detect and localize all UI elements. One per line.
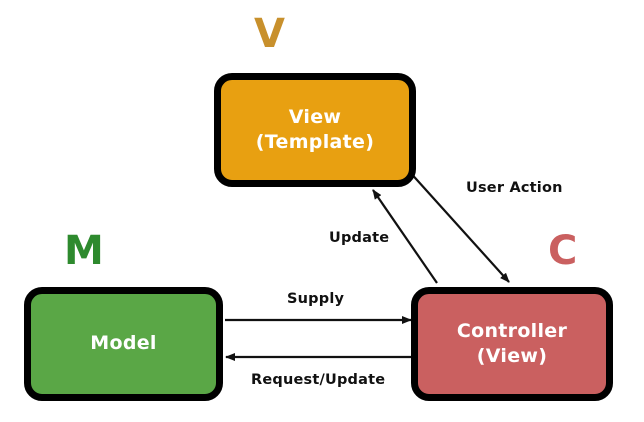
node-view[interactable]: View (Template) <box>214 73 416 187</box>
node-controller[interactable]: Controller (View) <box>411 287 613 401</box>
edge-user-action-line <box>407 169 510 283</box>
edge-label-user-action: User Action <box>466 180 563 196</box>
view-letter-badge: V <box>254 11 285 57</box>
node-model[interactable]: Model <box>24 287 223 401</box>
node-view-title: View <box>288 105 342 128</box>
model-letter-badge: M <box>64 228 104 274</box>
node-view-subtitle: (Template) <box>255 131 375 153</box>
node-controller-title: Controller <box>456 319 568 342</box>
node-controller-subtitle: (View) <box>476 345 548 367</box>
edge-label-request-update: Request/Update <box>251 372 386 388</box>
controller-letter-badge: C <box>548 228 578 274</box>
edge-label-supply: Supply <box>287 291 345 307</box>
edge-update-line <box>372 189 438 284</box>
edge-label-update: Update <box>329 230 390 246</box>
node-model-title: Model <box>90 332 157 355</box>
